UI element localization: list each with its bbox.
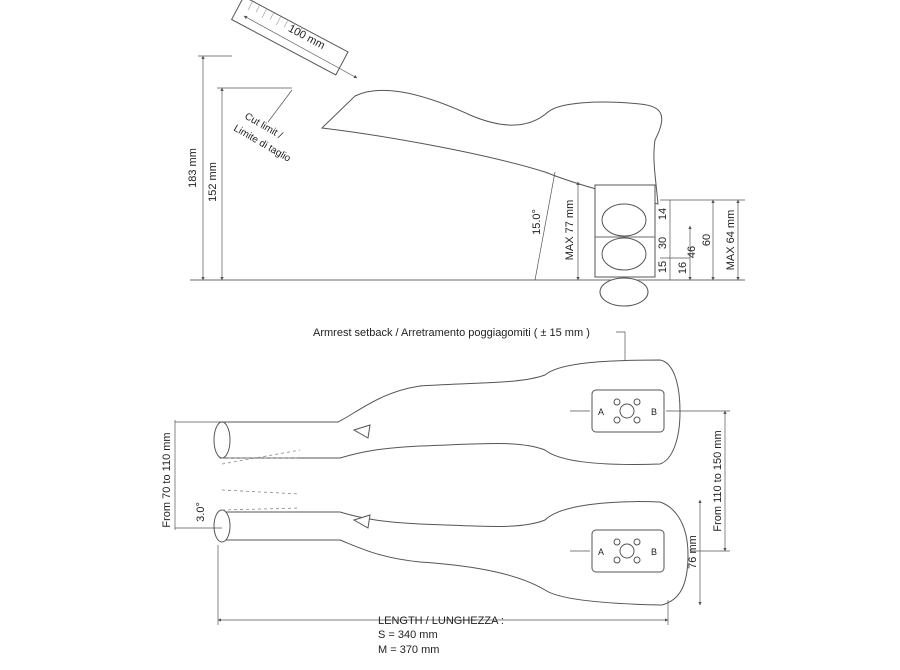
lower-pad-hole bbox=[613, 538, 621, 546]
lower-slot bbox=[352, 514, 371, 529]
armrest-side-profile bbox=[320, 89, 663, 205]
lower-pad-hole bbox=[633, 538, 641, 546]
upper-pad-hole bbox=[633, 416, 641, 424]
dim-76-label: 76 mm bbox=[687, 535, 699, 569]
dim-46-label: 46 bbox=[686, 246, 698, 258]
dim-183-label: 183 mm bbox=[187, 148, 199, 188]
clamp-block bbox=[594, 184, 656, 307]
armrest-top-upper bbox=[219, 359, 681, 465]
dim-16-label: 16 bbox=[677, 262, 689, 274]
lower-tube-end bbox=[213, 509, 231, 543]
dim-100-line bbox=[243, 15, 358, 79]
max-64-label: MAX 64 mm bbox=[725, 210, 737, 271]
dim-152-label: 152 mm bbox=[207, 162, 219, 202]
lower-pad-hole bbox=[613, 556, 621, 564]
upper-dash-2 bbox=[221, 449, 301, 465]
upper-pad-b: B bbox=[651, 407, 657, 417]
angle-15-label: 15.0° bbox=[531, 209, 543, 235]
upper-pad-hole bbox=[613, 416, 621, 424]
lower-pad-hole bbox=[633, 556, 641, 564]
top-view: Armrest setback / Arretramento poggiagom… bbox=[161, 327, 730, 656]
lower-pad-center bbox=[619, 543, 635, 559]
lower-pad-a: A bbox=[598, 547, 604, 557]
upper-pad-hole bbox=[613, 398, 621, 406]
length-s: S = 340 mm bbox=[378, 629, 438, 641]
lower-pad-b: B bbox=[651, 547, 657, 557]
length-label: LENGTH / LUNGHEZZA : bbox=[378, 615, 504, 627]
upper-slot bbox=[352, 424, 371, 439]
upper-pad-a: A bbox=[598, 407, 604, 417]
from-70-110-label: From 70 to 110 mm bbox=[161, 432, 173, 527]
angle-3-label: 3.0° bbox=[195, 502, 207, 522]
max-77-label: MAX 77 mm bbox=[564, 200, 576, 261]
angle-15-line bbox=[534, 171, 556, 281]
upper-pad-hole bbox=[633, 398, 641, 406]
cut-limit-leader bbox=[267, 89, 293, 123]
side-view: 183 mm 152 mm 100 mm Cut limit / Limite … bbox=[187, 0, 745, 307]
from-110-150-label: From 110 to 150 mm bbox=[712, 430, 724, 531]
upper-tube-end bbox=[213, 421, 231, 459]
upper-pad-center bbox=[619, 403, 635, 419]
dim-60-label: 60 bbox=[701, 234, 713, 246]
lower-dash-2 bbox=[221, 507, 301, 511]
armrest-top-lower bbox=[219, 501, 689, 606]
setback-label: Armrest setback / Arretramento poggiagom… bbox=[313, 327, 590, 339]
dim-15-label: 15 bbox=[657, 261, 669, 273]
dim-30-label: 30 bbox=[657, 237, 669, 249]
dim-14-label: 14 bbox=[657, 208, 669, 220]
lower-dash-1 bbox=[221, 489, 301, 495]
length-m: M = 370 mm bbox=[378, 644, 439, 656]
